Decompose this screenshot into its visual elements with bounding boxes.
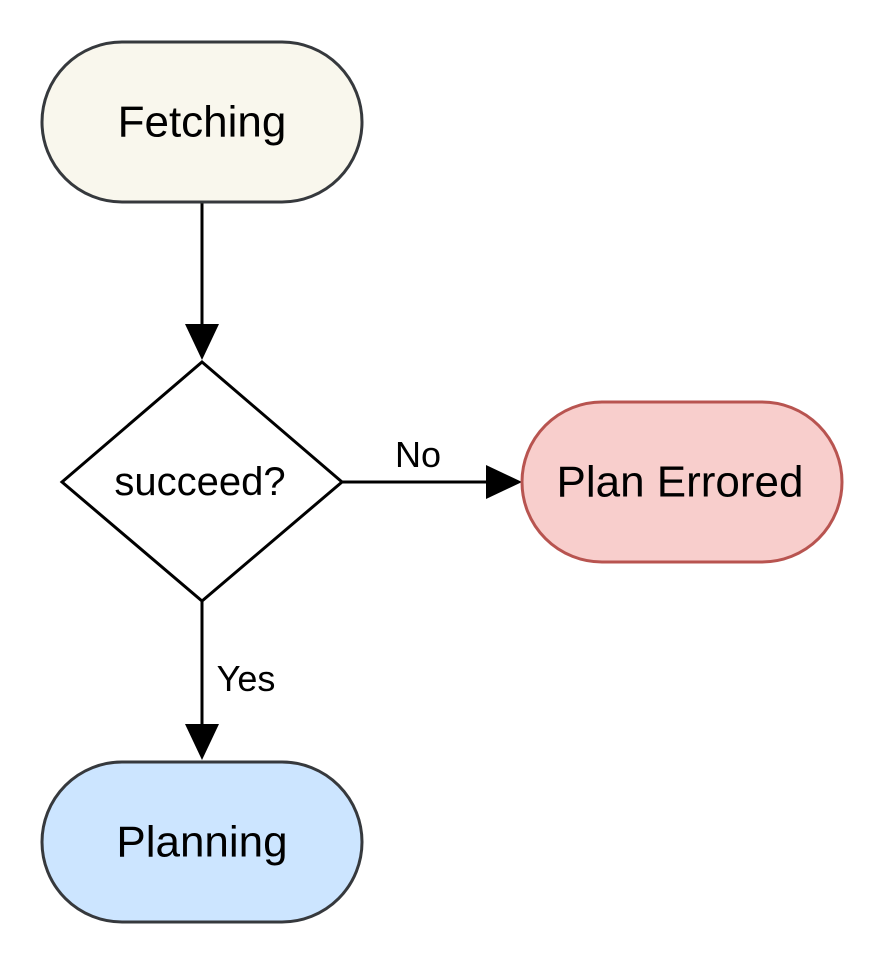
terminal-shape (40, 760, 364, 924)
edge-label-yes: Yes (217, 658, 276, 699)
arrowhead-icon (185, 724, 219, 760)
arrowhead-icon (486, 465, 522, 499)
node-fetching[interactable]: Fetching (40, 40, 364, 204)
arrowhead-icon (185, 324, 219, 360)
node-label-plan-errored: Plan Errored (556, 458, 803, 507)
terminal-shape (40, 40, 364, 204)
node-decision[interactable]: succeed? (59, 360, 345, 603)
node-label-decision: succeed? (114, 460, 285, 504)
edge-decision-to-plan-errored: No (342, 434, 522, 499)
node-label-fetching: Fetching (118, 98, 287, 147)
edge-decision-to-planning: Yes (185, 601, 275, 760)
edge-fetching-to-decision (185, 202, 219, 360)
node-planning[interactable]: Planning (40, 760, 364, 924)
edge-label-no: No (395, 434, 441, 475)
terminal-shape (520, 400, 844, 564)
decision-diamond (59, 360, 345, 603)
node-label-planning: Planning (116, 818, 287, 867)
node-plan-errored[interactable]: Plan Errored (520, 400, 844, 564)
